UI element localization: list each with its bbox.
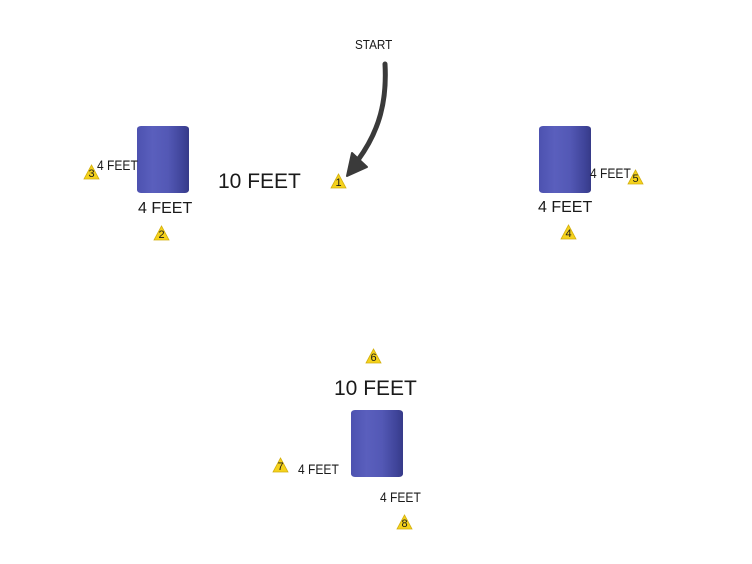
cone-3-icon: 3 [83,164,100,180]
bottom-barrel-side-label: 4 FEET [298,461,339,477]
cone-5-icon: 5 [627,169,644,185]
barrel-left [137,126,189,193]
barrel-right [539,126,591,193]
bottom-gap-label: 10 FEET [334,377,417,400]
cone-7-icon: 7 [272,457,289,473]
cone-1-icon: 1 [330,173,347,189]
start-label: START [355,37,393,52]
barrel-bottom [351,410,403,477]
cone-2-icon: 2 [153,225,170,241]
left-barrel-bottom-label: 4 FEET [138,200,193,217]
right-barrel-bottom-label: 4 FEET [538,199,593,216]
top-gap-label: 10 FEET [218,170,301,193]
cone-8-icon: 8 [396,514,413,530]
bottom-barrel-bottom-label: 4 FEET [380,489,421,505]
cone-6-icon: 6 [365,348,382,364]
right-barrel-side-label: 4 FEET [590,165,631,181]
cone-4-icon: 4 [560,224,577,240]
left-barrel-side-label: 4 FEET [97,157,138,173]
